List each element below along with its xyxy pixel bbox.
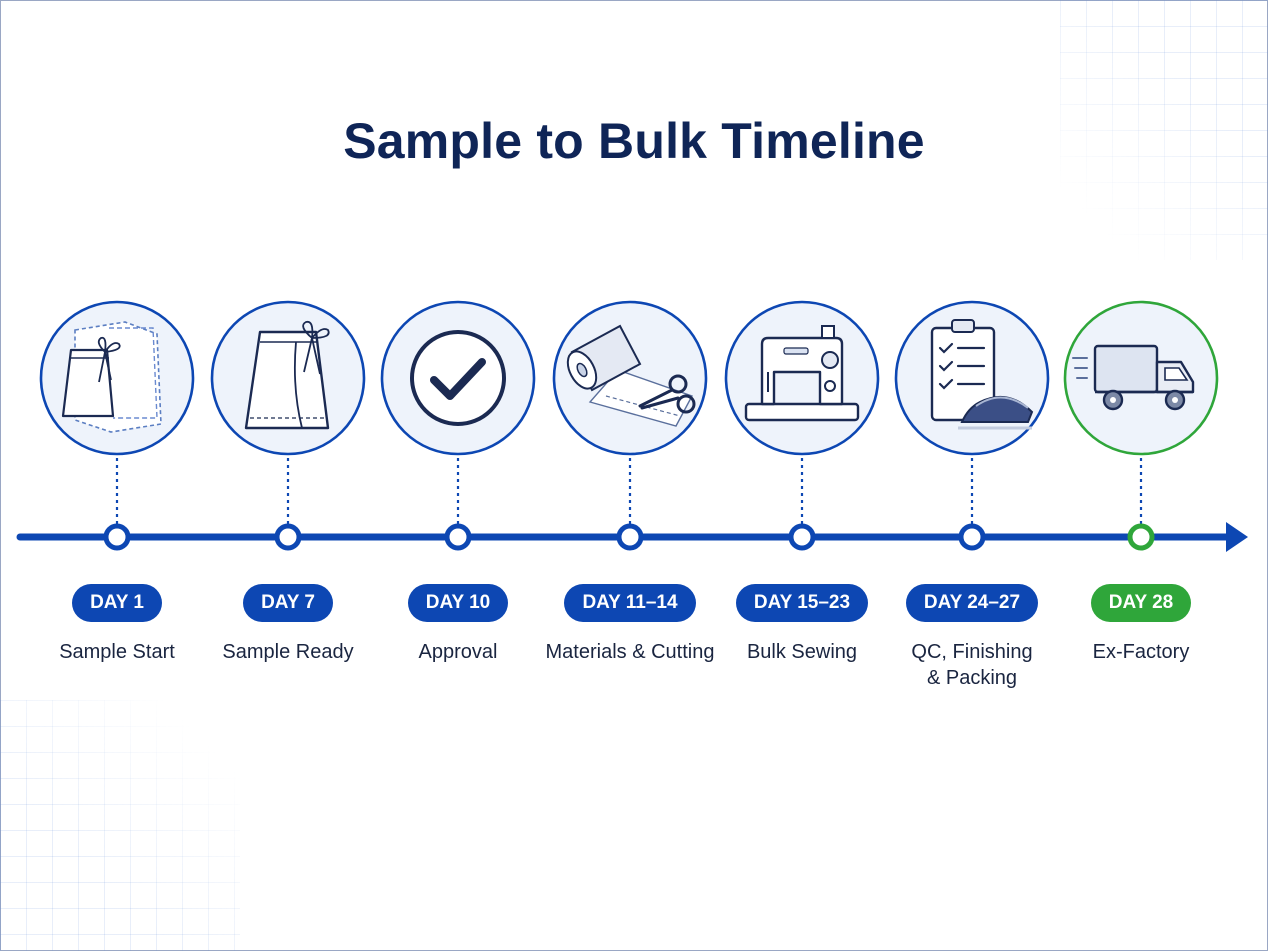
stage-1 — [39, 300, 195, 551]
stage-label-group: DAY 10 Approval — [368, 584, 548, 665]
sewing-machine-icon — [744, 325, 860, 422]
stage-icon-circle — [724, 300, 880, 456]
stage-label: Bulk Sewing — [746, 641, 858, 663]
day-badge: DAY 24–27 — [905, 584, 1039, 622]
timeline-node — [103, 523, 131, 551]
stage-5 — [724, 300, 880, 551]
stage-2 — [210, 300, 366, 551]
timeline-node — [958, 523, 986, 551]
stage-label-group: DAY 28 Ex-Factory — [1051, 584, 1231, 665]
timeline-arrowhead — [1226, 522, 1248, 552]
stage-label: QC, Finishing & Packing — [911, 641, 1033, 689]
day-badge: DAY 1 — [72, 584, 162, 622]
fabric-roll-scissors-icon — [566, 324, 696, 427]
day-badge: DAY 28 — [1090, 584, 1192, 622]
stage-label: Materials & Cutting — [545, 641, 715, 663]
stage-label: Sample Start — [59, 641, 175, 663]
wrap-skirt-icon — [244, 320, 330, 430]
timeline-node — [274, 523, 302, 551]
stage-label-group: DAY 7 Sample Ready — [198, 584, 378, 665]
delivery-truck-icon — [1072, 344, 1195, 411]
day-badge: DAY 15–23 — [735, 584, 869, 622]
stage-label-group: DAY 1 Sample Start — [27, 584, 207, 665]
stage-7 — [1063, 300, 1219, 551]
stage-3 — [380, 300, 536, 551]
stage-label: Approval — [418, 641, 498, 663]
timeline-node — [1127, 523, 1155, 551]
stage-6 — [894, 300, 1050, 551]
stage-4 — [552, 300, 708, 551]
skirt-pattern-icon — [61, 321, 162, 433]
timeline-node — [788, 523, 816, 551]
day-badge: DAY 10 — [407, 584, 509, 622]
day-badge: DAY 11–14 — [564, 584, 696, 622]
timeline-node — [616, 523, 644, 551]
clipboard-iron-icon — [930, 319, 1034, 430]
day-badge: DAY 7 — [243, 584, 333, 622]
checkmark-icon — [410, 330, 506, 426]
timeline-node — [444, 523, 472, 551]
stage-label: Ex-Factory — [1092, 641, 1190, 663]
page-title: Sample to Bulk Timeline — [343, 113, 925, 169]
stage-label: Sample Ready — [222, 641, 354, 663]
